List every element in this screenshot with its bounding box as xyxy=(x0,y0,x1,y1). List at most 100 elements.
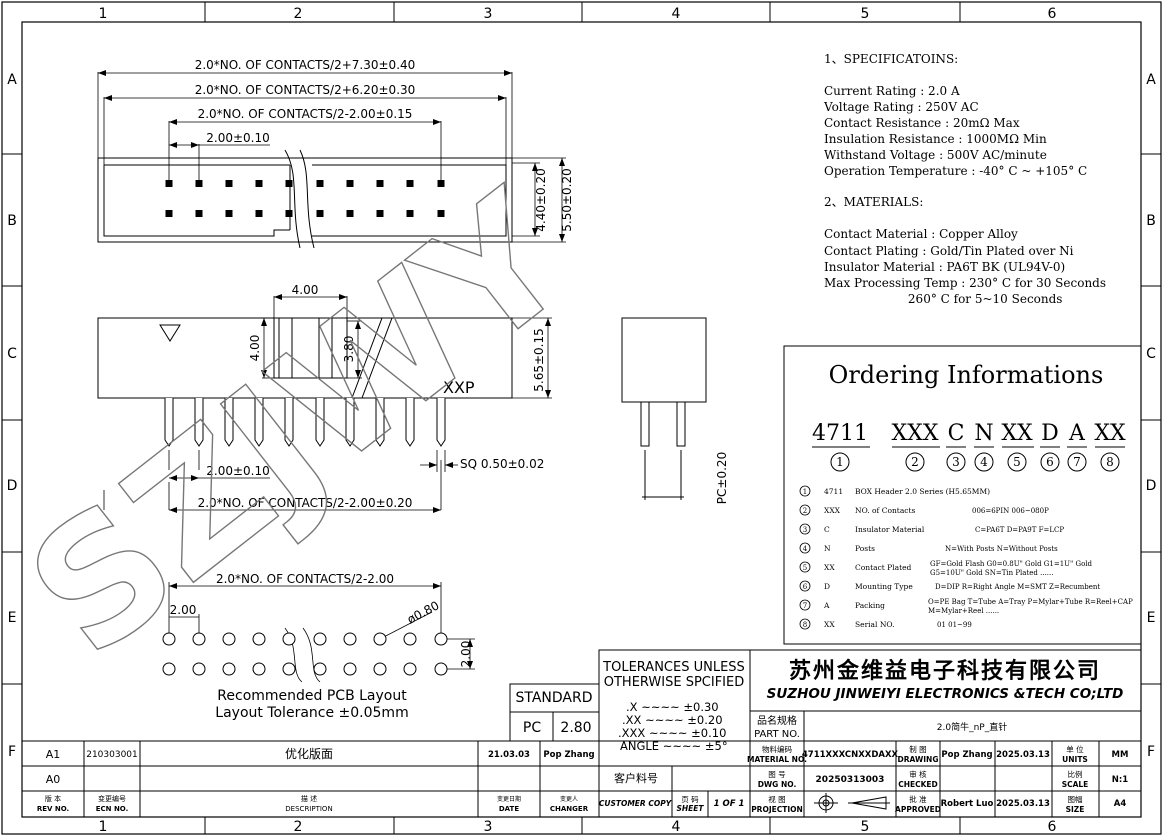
pcb-hole xyxy=(252,662,266,676)
code-part: 4711 xyxy=(812,421,868,446)
row-label: D xyxy=(1146,478,1157,494)
pin-leg xyxy=(315,398,325,447)
code-number: 5 xyxy=(1013,455,1021,469)
pin-square xyxy=(437,210,445,217)
pin-square xyxy=(316,210,324,217)
pcb-hole xyxy=(162,662,176,676)
pcb-hole xyxy=(192,662,206,676)
row-code: 4711 xyxy=(824,487,843,496)
row-name: BOX Header 2.0 Series (H5.65MM) xyxy=(855,487,990,496)
date-header-cn: 变更日期 xyxy=(497,795,521,803)
approved-name: Robert Luo xyxy=(941,799,994,809)
row-name: Insulator Material xyxy=(855,525,925,534)
units-label-cn: 单 位 xyxy=(1066,744,1084,754)
row-number: 5 xyxy=(803,564,807,572)
row-name: NO. of Contacts xyxy=(855,506,915,515)
dim-pcb-span: 2.0*NO. OF CONTACTS/2-2.00 xyxy=(216,572,394,586)
pin-square xyxy=(346,210,354,217)
customer-copy: CUSTOMER COPY xyxy=(599,799,673,808)
pin-leg xyxy=(375,398,385,447)
pcb-hole xyxy=(434,632,448,646)
sheet-label-en: SHEET xyxy=(676,804,704,813)
ecn-header-cn: 变更编号 xyxy=(98,794,126,803)
date-header: DATE xyxy=(499,805,519,813)
pcb-hole xyxy=(403,662,417,676)
part-label-en: PART NO. xyxy=(754,729,800,740)
size-label-en: SIZE xyxy=(1066,805,1085,814)
dim-outer-height: 5.50±0.20 xyxy=(560,168,574,232)
standard-label: STANDARD xyxy=(515,690,592,706)
tolerance-title: TOLERANCES UNLESS xyxy=(602,660,745,675)
dim-inner-height: 4.40±0.20 xyxy=(534,168,548,232)
pin-square xyxy=(437,180,445,187)
pcb-holes xyxy=(162,632,448,676)
changer-a1: Pop Zhang xyxy=(543,750,594,760)
front-view xyxy=(97,317,513,399)
col-label: 2 xyxy=(294,819,303,835)
code-part: N xyxy=(974,421,993,446)
part-value: 2.0简牛_nP_直针 xyxy=(937,721,1007,733)
title-block-lines xyxy=(22,649,1142,817)
row-label: D xyxy=(7,478,18,494)
spec-title: 1、SPECIFICATOINS: xyxy=(824,52,958,66)
pcb-hole xyxy=(222,632,236,646)
size-value: A4 xyxy=(1114,799,1127,809)
approved-label-cn: 批 准 xyxy=(909,794,927,804)
row-number-circle xyxy=(799,504,811,516)
row-code: XX xyxy=(824,563,835,572)
rev-a1: A1 xyxy=(46,748,61,761)
material-label-cn: 物料编码 xyxy=(762,744,792,754)
rev-header: REV NO. xyxy=(37,805,69,813)
row-number-circle xyxy=(799,542,811,554)
approved-label-en: APPROVED xyxy=(895,805,941,814)
row-label: C xyxy=(1146,346,1156,362)
code-number: 3 xyxy=(952,455,960,469)
dim-pcb-pitch: 2.00 xyxy=(170,603,197,617)
pin-square xyxy=(285,180,293,187)
row-number-circle xyxy=(799,561,811,573)
specifications: 1、SPECIFICATOINS: Current Rating : 2.0 A… xyxy=(823,52,1106,306)
dim-pcb-row: 2.00 xyxy=(459,641,473,668)
material-line: Contact Plating : Gold/Tin Plated over N… xyxy=(824,244,1074,258)
material-line: Contact Material : Copper Alloy xyxy=(824,227,1018,241)
pcb-hole xyxy=(434,662,448,676)
code-number: 8 xyxy=(1106,455,1114,469)
pin-square xyxy=(255,210,263,217)
code-number: 1 xyxy=(836,455,844,469)
row-name: Mounting Type xyxy=(855,582,913,591)
desc-a1: 优化版面 xyxy=(285,747,333,761)
pcb-hole xyxy=(403,632,417,646)
material-line: 260° C for 5~10 Seconds xyxy=(824,292,1062,306)
row-options-2: M=Mylar+Reel ...... xyxy=(928,607,999,615)
pin-leg xyxy=(405,398,415,447)
scale-label-cn: 比例 xyxy=(1068,769,1083,779)
code-part: XXX xyxy=(892,421,939,446)
pcb-hole xyxy=(192,632,206,646)
pin-square xyxy=(346,180,354,187)
pcb-hole xyxy=(373,632,387,646)
pcb-hole xyxy=(162,632,176,646)
code-part: XX xyxy=(1094,421,1126,446)
row-label: C xyxy=(7,346,17,362)
row-number: 1 xyxy=(803,488,807,496)
changer-header-cn: 变更人 xyxy=(560,795,578,803)
pin-square xyxy=(165,180,173,187)
rev-a0: A0 xyxy=(46,773,61,786)
customer-part-label: 客户料号 xyxy=(614,771,658,785)
projection-icon xyxy=(814,793,890,813)
pin-square xyxy=(225,210,233,217)
row-options-2: G5=10U" Gold SN=Tin Plated ...... xyxy=(930,569,1053,577)
code-part: D xyxy=(1041,421,1059,446)
arrowheads xyxy=(98,70,565,242)
sheet-label-cn: 页 码 xyxy=(681,795,699,804)
dwg-label-cn: 图 号 xyxy=(768,770,785,779)
spec-line: Withstand Voltage : 500V AC/minute xyxy=(824,148,1047,162)
row-label: B xyxy=(7,213,17,229)
row-number: 6 xyxy=(803,583,808,591)
row-number-circle xyxy=(799,485,811,497)
